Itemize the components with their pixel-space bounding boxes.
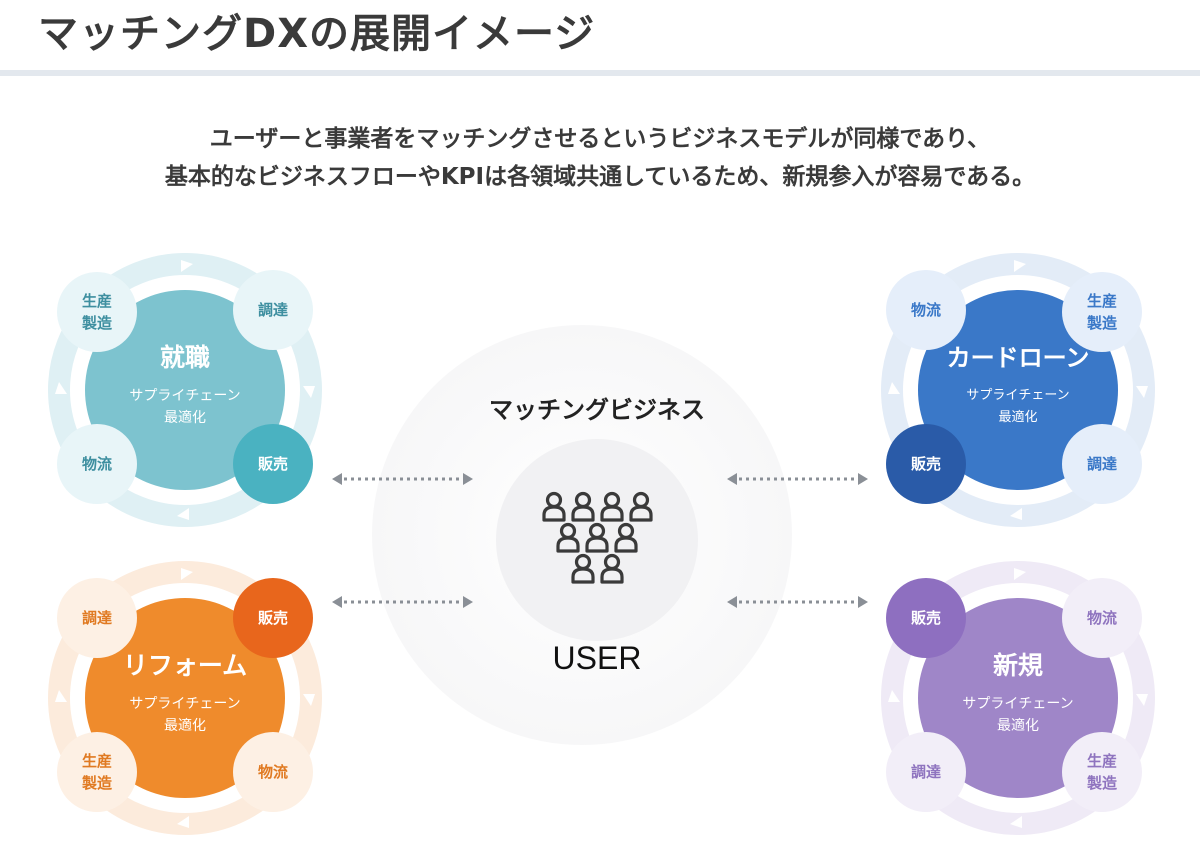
cycle-ring xyxy=(48,561,322,835)
person-icon xyxy=(556,522,580,553)
cycle-ring xyxy=(881,561,1155,835)
cluster-subtitle: サプライチェーン 最適化 xyxy=(918,693,1118,737)
cluster-title: リフォーム xyxy=(122,651,248,680)
arrow-job-hub xyxy=(332,473,473,485)
sat-label: 物流 xyxy=(910,301,941,319)
sat-label: 製造 xyxy=(81,774,112,792)
cluster-title: 新規 xyxy=(992,651,1043,680)
cluster-job: 就職 サプライチェーン 最適化 生産製造 調達 物流 販売 xyxy=(45,250,325,530)
cluster-subtitle: サプライチェーン 最適化 xyxy=(85,385,285,429)
sat-label: 製造 xyxy=(1086,774,1117,792)
sat-logistics: 物流 xyxy=(233,732,313,812)
hub-inner-circle xyxy=(496,439,698,641)
sat-procurement: 調達 xyxy=(233,270,313,350)
cluster-sub-line-1: サプライチェーン xyxy=(966,388,1070,403)
cluster-new: 新規 サプライチェーン 最適化 販売 物流 調達 生産製造 xyxy=(878,558,1158,838)
sat-procurement: 調達 xyxy=(57,578,137,658)
subtitle-line-1: ユーザーと事業者をマッチングさせるというビジネスモデルが同様であり、 xyxy=(209,126,991,152)
sat-procurement: 調達 xyxy=(886,732,966,812)
cluster-subtitle: サプライチェーン 最適化 xyxy=(85,693,285,737)
sat-sales: 販売 xyxy=(233,424,313,504)
sat-sales: 販売 xyxy=(886,578,966,658)
sat-label: 生産 xyxy=(81,752,112,770)
users-icon xyxy=(542,491,653,584)
sat-production: 生産製造 xyxy=(57,272,137,352)
sat-label: 製造 xyxy=(1086,314,1117,332)
sat-production: 生産製造 xyxy=(1062,732,1142,812)
page-title: マッチングDXの展開イメージ xyxy=(38,11,596,57)
cycle-ring xyxy=(881,253,1155,527)
cluster-sub-line-2: 最適化 xyxy=(997,718,1039,734)
person-icon xyxy=(571,491,595,522)
sat-logistics: 物流 xyxy=(57,424,137,504)
cluster-title: カードローン xyxy=(946,344,1090,372)
sat-label: 調達 xyxy=(910,763,941,781)
subtitle: ユーザーと事業者をマッチングさせるというビジネスモデルが同様であり、 基本的なビ… xyxy=(0,120,1200,196)
person-icon xyxy=(542,491,566,522)
sat-logistics: 物流 xyxy=(886,270,966,350)
sat-production: 生産製造 xyxy=(57,732,137,812)
person-icon xyxy=(571,553,595,584)
sat-logistics: 物流 xyxy=(1062,578,1142,658)
sat-procurement: 調達 xyxy=(1062,424,1142,504)
cluster-sub-line-1: サプライチェーン xyxy=(129,696,241,712)
sat-label: 物流 xyxy=(81,455,112,473)
cluster-sub-line-2: 最適化 xyxy=(164,410,206,426)
cluster-reform: リフォーム サプライチェーン 最適化 調達 販売 生産製造 物流 xyxy=(45,558,325,838)
cluster-subtitle: サプライチェーン 最適化 xyxy=(918,385,1118,429)
sat-label: 生産 xyxy=(81,292,112,310)
sat-label: 販売 xyxy=(910,455,941,473)
cluster-sub-line-1: サプライチェーン xyxy=(129,388,241,404)
sat-label: 販売 xyxy=(910,609,941,627)
cluster-sub-line-2: 最適化 xyxy=(164,718,206,734)
sat-label: 調達 xyxy=(257,301,288,319)
person-icon xyxy=(600,491,624,522)
sat-production: 生産製造 xyxy=(1062,272,1142,352)
cycle-ring xyxy=(48,253,322,527)
sat-label: 物流 xyxy=(257,763,288,781)
sat-sales: 販売 xyxy=(233,578,313,658)
cluster-title: 就職 xyxy=(159,343,210,372)
person-icon xyxy=(600,553,624,584)
title-divider xyxy=(0,70,1200,76)
cluster-sub-line-1: サプライチェーン xyxy=(962,696,1074,712)
cluster-sub-line-2: 最適化 xyxy=(998,410,1038,425)
sat-label: 物流 xyxy=(1086,609,1117,627)
sat-label: 製造 xyxy=(81,314,112,332)
subtitle-line-2: 基本的なビジネスフローやKPIは各領域共通しているため、新規参入が容易である。 xyxy=(164,164,1036,190)
sat-label: 生産 xyxy=(1086,292,1117,310)
sat-label: 販売 xyxy=(257,455,288,473)
sat-label: 販売 xyxy=(257,609,288,627)
person-icon xyxy=(614,522,638,553)
sat-label: 調達 xyxy=(1086,455,1117,473)
sat-sales: 販売 xyxy=(886,424,966,504)
person-icon xyxy=(585,522,609,553)
sat-label: 生産 xyxy=(1086,752,1117,770)
user-label: USER xyxy=(552,640,642,676)
hub-label: マッチングビジネス xyxy=(489,396,705,424)
cluster-card-loan: カードローン サプライチェーン 最適化 物流 生産製造 販売 調達 xyxy=(878,250,1158,530)
sat-label: 調達 xyxy=(81,609,112,627)
arrow-reform-hub xyxy=(332,596,473,608)
arrow-hub-new xyxy=(727,596,868,608)
person-icon xyxy=(629,491,653,522)
arrow-hub-card xyxy=(727,473,868,485)
